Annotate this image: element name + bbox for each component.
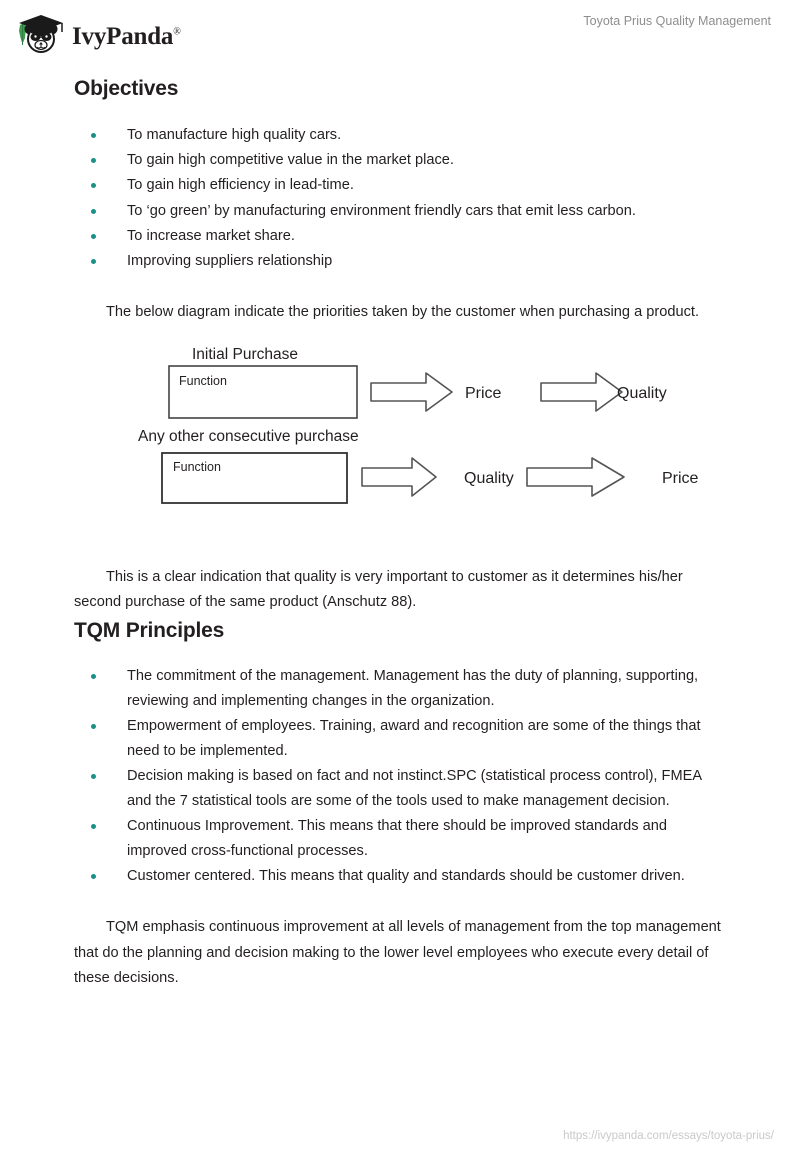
tqm-conclusion-paragraph: TQM emphasis continuous improvement at a… bbox=[74, 919, 721, 987]
page-header: IvyPanda® Toyota Prius Quality Managemen… bbox=[0, 0, 800, 66]
diagram-row2-box-text: Function bbox=[173, 460, 221, 474]
diagram-row1-box bbox=[168, 364, 358, 419]
list-item: Improving suppliers relationship bbox=[74, 249, 726, 274]
purchase-priority-diagram: Initial Purchase Function Price Quality … bbox=[74, 344, 726, 539]
tqm-principles-heading: TQM Principles bbox=[74, 619, 225, 643]
ivypanda-logo[interactable]: IvyPanda® bbox=[14, 10, 181, 58]
list-item: Empowerment of employees. Training, awar… bbox=[74, 714, 726, 764]
list-item: To gain high efficiency in lead-time. bbox=[74, 173, 726, 198]
list-item: The commitment of the management. Manage… bbox=[74, 664, 726, 714]
diagram-row1-arrow-2 bbox=[540, 371, 623, 412]
logo-wordmark: IvyPanda® bbox=[72, 22, 181, 50]
diagram-row2-label: Any other consecutive purchase bbox=[138, 428, 359, 445]
quality-conclusion-paragraph: This is a clear indication that quality … bbox=[74, 568, 683, 611]
registered-trademark-icon: ® bbox=[173, 26, 181, 38]
diagram-intro-paragraph: The below diagram indicate the prioritie… bbox=[106, 304, 699, 321]
list-item: To ‘go green’ by manufacturing environme… bbox=[74, 199, 726, 224]
diagram-row1-step-1: Price bbox=[465, 385, 502, 402]
diagram-row1-label: Initial Purchase bbox=[192, 346, 298, 363]
list-item: To gain high competitive value in the ma… bbox=[74, 148, 726, 173]
diagram-row2-step-2: Price bbox=[662, 470, 699, 487]
diagram-row1-step-2: Quality bbox=[617, 385, 667, 402]
list-item: Decision making is based on fact and not… bbox=[74, 764, 726, 814]
list-item: To manufacture high quality cars. bbox=[74, 123, 726, 148]
list-item: To increase market share. bbox=[74, 224, 726, 249]
purchase-priority-svg: Initial Purchase Function Price Quality … bbox=[138, 346, 699, 504]
panda-graduation-cap-icon bbox=[19, 15, 63, 53]
list-item: Continuous Improvement. This means that … bbox=[74, 814, 726, 864]
tqm-bullet-list: The commitment of the management. Manage… bbox=[74, 664, 726, 889]
diagram-row1-arrow-1 bbox=[370, 371, 453, 412]
document-title: Toyota Prius Quality Management bbox=[583, 14, 771, 28]
diagram-row2-step-1: Quality bbox=[464, 470, 514, 487]
footer-url[interactable]: https://ivypanda.com/essays/toyota-prius… bbox=[563, 1130, 774, 1142]
list-item: Customer centered. This means that quali… bbox=[74, 864, 726, 889]
diagram-row1-box-text: Function bbox=[179, 374, 227, 388]
objectives-heading: Objectives bbox=[74, 77, 179, 100]
document-content: Objectives To manufacture high quality c… bbox=[74, 70, 726, 992]
objectives-bullet-list: To manufacture high quality cars. To gai… bbox=[74, 123, 726, 274]
diagram-row2-box bbox=[161, 451, 348, 504]
diagram-row2-arrow-1 bbox=[361, 456, 437, 497]
diagram-row2-arrow-2 bbox=[526, 456, 625, 497]
